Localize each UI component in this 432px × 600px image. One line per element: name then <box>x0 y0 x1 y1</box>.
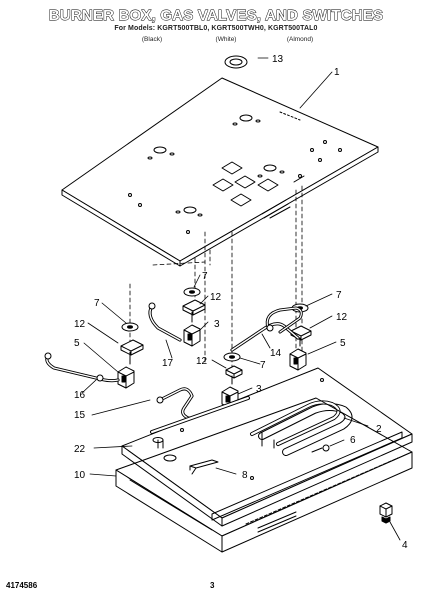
part-gas-tubes-inner <box>46 305 299 423</box>
callout-5-right: 5 <box>340 338 346 349</box>
variant-black: (Black) <box>141 36 163 43</box>
callout-7-lower: 7 <box>260 360 266 371</box>
color-variants: (Black) (White) (Almond) <box>0 36 432 46</box>
page-number: 3 <box>210 581 215 590</box>
callout-17: 17 <box>162 358 174 369</box>
variant-white: (White) <box>215 36 237 43</box>
callout-5-left: 5 <box>74 338 80 349</box>
part-orifice <box>379 502 393 524</box>
part-cooktop-plate <box>61 77 379 267</box>
callout-1: 1 <box>334 67 340 78</box>
callout-12-left: 12 <box>74 319 86 330</box>
callout-8: 8 <box>242 470 248 481</box>
callout-7-left: 7 <box>94 298 100 309</box>
document-number: 4174586 <box>6 581 38 590</box>
part-tube-loop <box>44 302 303 404</box>
model-list: For Models: KGRT500TBL0, KGRT500TWH0, KG… <box>114 25 318 32</box>
part-grommet <box>224 55 248 69</box>
callout-13: 13 <box>272 54 284 65</box>
callout-12-right: 12 <box>336 312 348 323</box>
callout-16: 16 <box>74 390 86 401</box>
part-bracket <box>189 459 219 475</box>
part-base-pan <box>115 397 413 553</box>
page-title: BURNER BOX, GAS VALVES, AND SWITCHES <box>48 7 384 25</box>
variant-almond: (Almond) <box>286 36 314 43</box>
callout-22: 22 <box>74 444 86 455</box>
part-screw <box>311 444 330 453</box>
callout-3-lower: 3 <box>256 384 262 395</box>
callout-3-upper: 3 <box>214 319 220 330</box>
callout-4: 4 <box>402 540 408 551</box>
callout-12-center: 12 <box>210 292 222 303</box>
assembly-lines <box>129 185 303 383</box>
callout-10: 10 <box>74 470 86 481</box>
callout-labels: 1 2 3 3 4 5 5 6 7 7 7 7 8 10 12 12 12 12… <box>74 54 408 551</box>
callout-15: 15 <box>74 410 86 421</box>
part-burner-tube <box>150 396 353 456</box>
leader-lines <box>81 57 401 541</box>
callout-2: 2 <box>376 424 382 435</box>
callout-12-lower: 12 <box>196 356 208 367</box>
callout-14: 14 <box>270 348 282 359</box>
callout-7-center: 7 <box>202 271 208 282</box>
callout-6: 6 <box>350 435 356 446</box>
callout-7-right: 7 <box>336 290 342 301</box>
